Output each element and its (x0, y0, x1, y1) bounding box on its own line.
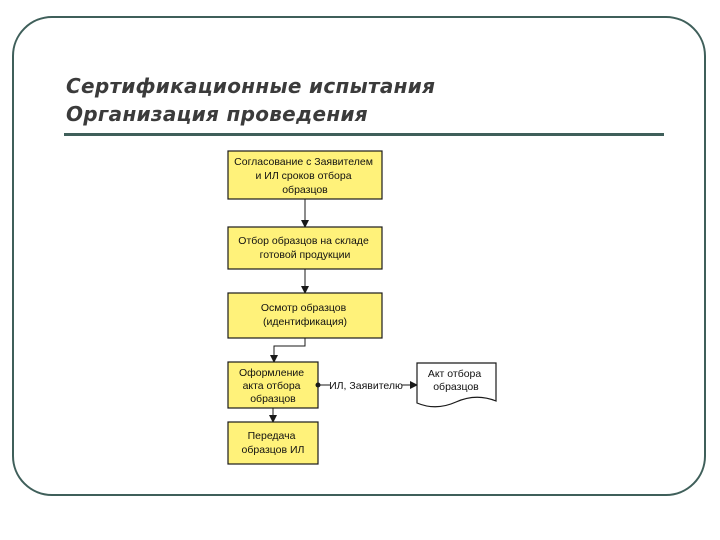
step-selection-box: Отбор образцов на складе готовой продукц… (227, 226, 383, 270)
step-4-line-3: образцов (250, 393, 296, 405)
recipient-label-text: ИЛ, Заявителю (329, 380, 403, 392)
step-act-box: Оформление акта отбора образцов (227, 361, 319, 409)
step-inspection-box: Осмотр образцов (идентификация) (227, 292, 383, 339)
act-document: Акт отбора образцов (416, 362, 497, 408)
step-4-line-2: акта отбора (243, 380, 301, 392)
svg-text:Акт отбора образцов: Акт отбора образцов (428, 368, 484, 393)
step-1-line-1: Согласование с Заявителем (234, 156, 373, 168)
step-1-line-3: образцов (282, 184, 328, 196)
step-transfer-box: Передача образцов ИЛ (227, 421, 319, 465)
step-4-line-1: Оформление (239, 367, 304, 379)
step-3-line-2: (идентификация) (263, 316, 347, 328)
step-3-line-1: Осмотр образцов (261, 302, 347, 314)
svg-text:Отбор образцов на складе: Отбор образцов на складе готовой продукц… (238, 235, 371, 261)
connector-junction-dot (315, 382, 321, 388)
svg-text:Оформление акта отбора: Оформление акта отбора образцов (239, 367, 307, 405)
step-agreement-box: Согласование с Заявителем и ИЛ сроков от… (227, 150, 383, 200)
svg-text:Осмотр образцов (идентиф: Осмотр образцов (идентификация) (261, 302, 349, 328)
document-line-1: Акт отбора (428, 368, 482, 380)
recipient-label: ИЛ, Заявителю (329, 378, 403, 392)
svg-text:Передача образцов ИЛ: Передача образцов ИЛ (242, 430, 305, 456)
step-1-line-2: и ИЛ сроков отбора (256, 170, 352, 182)
connector-3-4 (270, 338, 306, 363)
step-5-line-2: образцов ИЛ (242, 444, 305, 456)
step-2-line-1: Отбор образцов на складе (238, 235, 369, 247)
document-line-2: образцов (433, 381, 479, 393)
title-underline (64, 133, 664, 136)
step-5-line-1: Передача (248, 430, 296, 442)
title-line-2: Организация проведения (66, 102, 368, 126)
title-line-1: Сертификационные испытания (66, 74, 436, 98)
step-2-line-2: готовой продукции (260, 249, 351, 261)
svg-text:Согласование с Заявителем: Согласование с Заявителем и ИЛ сроков от… (234, 156, 376, 196)
slide-title: Сертификационные испытания Организация п… (66, 72, 435, 128)
